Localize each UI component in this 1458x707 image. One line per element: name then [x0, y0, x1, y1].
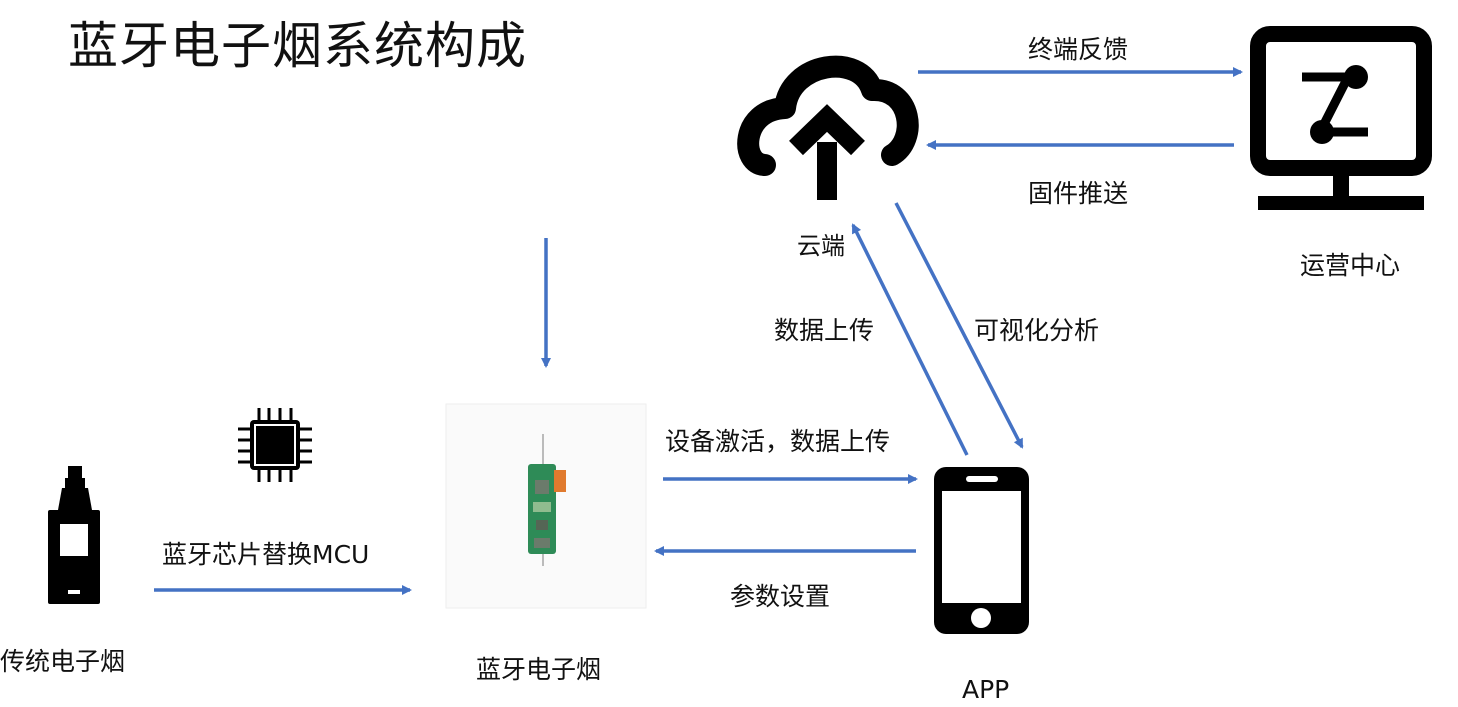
cloud-upload-icon [737, 55, 919, 200]
label-traditional-ecig: 传统电子烟 [0, 647, 126, 676]
label-firmware-push: 固件推送 [1028, 179, 1129, 208]
page-title: 蓝牙电子烟系统构成 [68, 17, 527, 75]
label-data-upload: 数据上传 [774, 316, 875, 345]
label-bluetooth-ecig: 蓝牙电子烟 [476, 655, 602, 684]
arrow-data-upload [851, 223, 969, 456]
label-app: APP [962, 675, 1010, 704]
label-cloud: 云端 [797, 232, 845, 260]
label-visual-analysis: 可视化分析 [974, 316, 1100, 345]
e-cigarette-icon [48, 466, 100, 604]
label-activate-upload: 设备激活，数据上传 [665, 427, 891, 456]
label-terminal-feedback: 终端反馈 [1028, 35, 1129, 64]
smartphone-icon [934, 467, 1029, 634]
monitor-icon [1250, 26, 1432, 210]
arrow-visual-analysis [894, 202, 1024, 449]
label-ops-center: 运营中心 [1300, 251, 1401, 280]
chip-icon [238, 408, 312, 482]
label-replace-mcu: 蓝牙芯片替换MCU [162, 540, 370, 569]
label-param-setting: 参数设置 [730, 582, 831, 611]
pcb-image [445, 403, 647, 609]
